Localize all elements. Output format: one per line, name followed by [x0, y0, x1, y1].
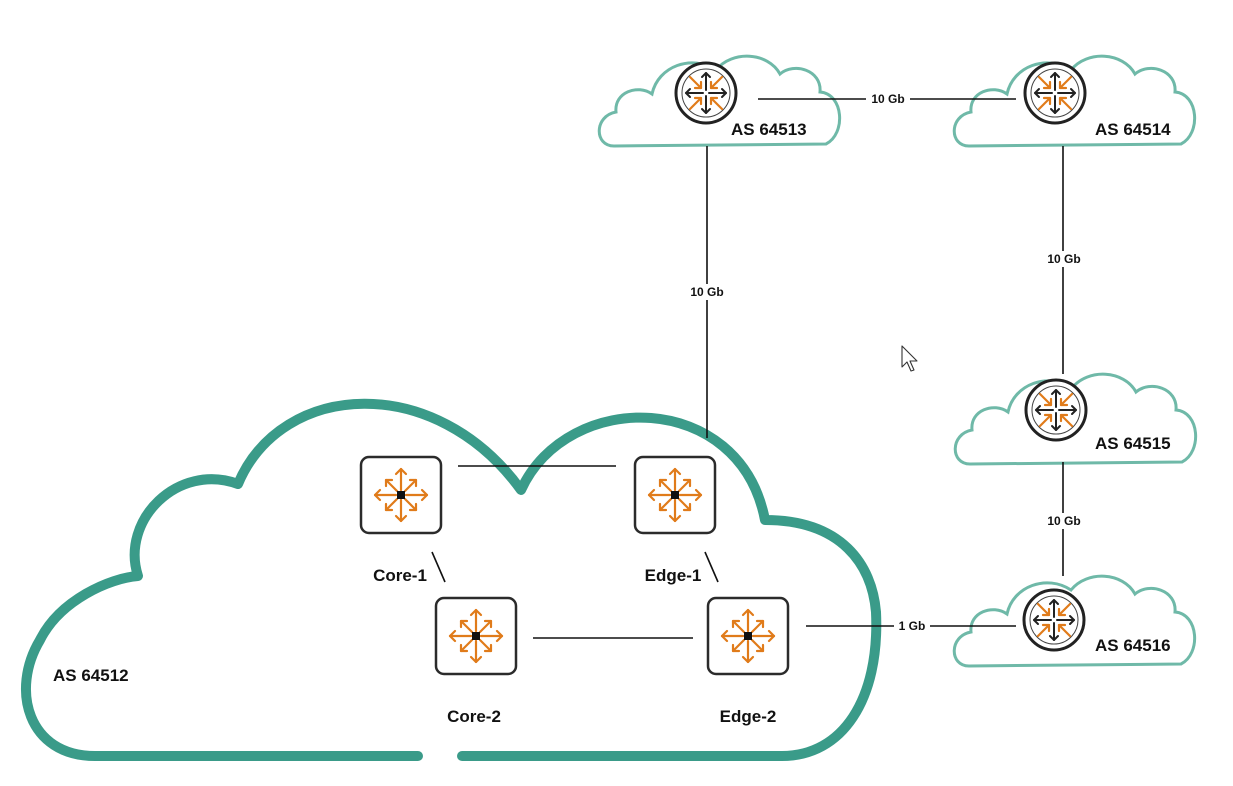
router-icon — [1023, 61, 1087, 125]
speed-label-as64514-as64515: 10 Gb — [1047, 252, 1080, 266]
as-64515-label: AS 64515 — [1095, 434, 1171, 453]
edge-2-switch[interactable] — [708, 598, 788, 674]
layer3-switch-icon — [635, 457, 715, 533]
as-64514-router[interactable] — [1023, 61, 1087, 125]
router-icon — [674, 61, 738, 125]
link-core1-core2 — [431, 551, 446, 583]
speed-label-as64515-as64516: 10 Gb — [1047, 514, 1080, 528]
speed-label-edge1-as64513: 10 Gb — [690, 285, 723, 299]
as-64513-label: AS 64513 — [731, 120, 807, 139]
layer3-switch-icon — [708, 598, 788, 674]
layer3-switch-icon — [361, 457, 441, 533]
router-icon — [1024, 378, 1088, 442]
mouse-cursor-icon — [901, 345, 918, 372]
core-1-label: Core-1 — [373, 566, 427, 585]
edge-2-label: Edge-2 — [720, 707, 777, 726]
as-64515-router[interactable] — [1024, 378, 1088, 442]
core-1-switch[interactable] — [361, 457, 441, 533]
as-64516-router[interactable] — [1022, 588, 1086, 652]
router-icon — [1022, 588, 1086, 652]
core-2-switch[interactable] — [436, 598, 516, 674]
as-64513-router[interactable] — [674, 61, 738, 125]
edge-1-label: Edge-1 — [645, 566, 702, 585]
as-64512-label: AS 64512 — [53, 666, 129, 685]
edge-1-switch[interactable] — [635, 457, 715, 533]
as-64512-cloud — [21, 398, 882, 761]
layer3-switch-icon — [436, 598, 516, 674]
link-edge1-edge2 — [704, 551, 719, 583]
speed-label-as64513-as64514: 10 Gb — [871, 92, 904, 106]
as-64516-label: AS 64516 — [1095, 636, 1171, 655]
core-2-label: Core-2 — [447, 707, 501, 726]
speed-label-edge2-as64516: 1 Gb — [899, 619, 926, 633]
as-64514-label: AS 64514 — [1095, 120, 1171, 139]
